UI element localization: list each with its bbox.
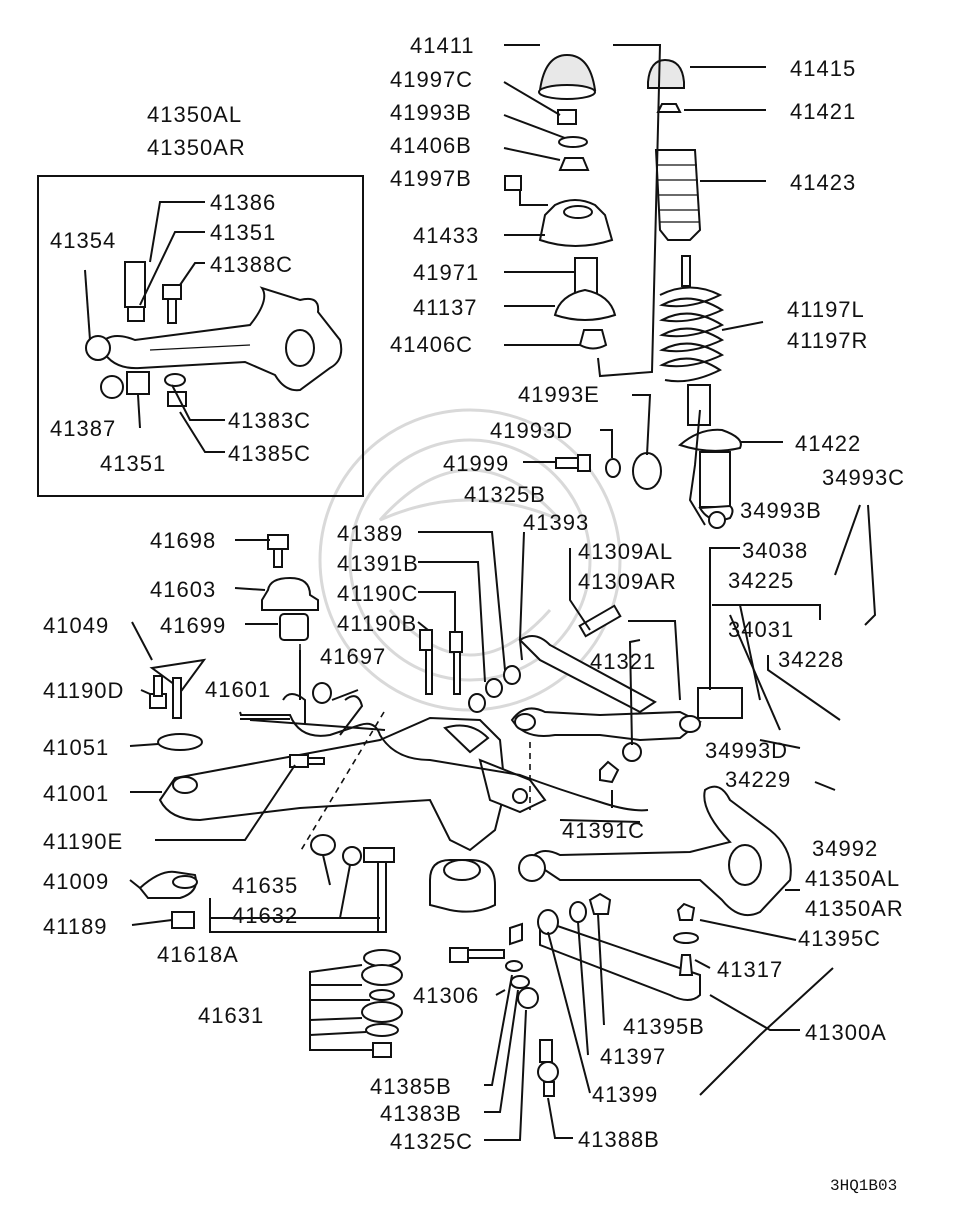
label-41190b: 41190B [337, 611, 417, 636]
lower-bolts-drawing [449, 922, 559, 1097]
label-41971: 41971 [413, 260, 479, 285]
label-41190d: 41190D [43, 678, 124, 703]
label-41350ar-top: 41350AR [147, 135, 246, 160]
label-41422: 41422 [795, 431, 861, 456]
label-41406c: 41406C [390, 332, 473, 357]
label-41997b: 41997B [390, 166, 472, 191]
label-41635: 41635 [232, 873, 298, 898]
label-41387: 41387 [50, 416, 116, 441]
upper-arm-and-links-drawing [468, 604, 743, 784]
inset-frame [37, 175, 364, 497]
label-41999: 41999 [443, 451, 509, 476]
diagram-code: 3HQ1B03 [830, 1177, 897, 1195]
label-34229: 34229 [725, 767, 791, 792]
label-41406b: 41406B [390, 133, 472, 158]
label-41197l: 41197L [787, 297, 865, 322]
label-41391b: 41391B [337, 551, 419, 576]
coil-spring-and-shock-drawing [647, 58, 742, 529]
label-41699: 41699 [160, 613, 226, 638]
label-41385c: 41385C [228, 441, 311, 466]
label-41351-top: 41351 [210, 220, 276, 245]
label-41618a: 41618A [157, 942, 239, 967]
label-41397: 41397 [600, 1044, 666, 1069]
label-34993c: 34993C [822, 465, 905, 490]
label-41350al-top: 41350AL [147, 102, 242, 127]
label-34225: 34225 [728, 568, 794, 593]
end-link-and-bushings-drawing [310, 834, 403, 1058]
label-41997c: 41997C [390, 67, 473, 92]
label-41317: 41317 [717, 957, 783, 982]
label-41411: 41411 [410, 33, 475, 58]
label-41386: 41386 [210, 190, 276, 215]
label-41325c: 41325C [390, 1129, 473, 1154]
label-34038: 34038 [742, 538, 808, 563]
label-41001: 41001 [43, 781, 109, 806]
label-34031: 34031 [728, 617, 794, 642]
label-41351-bottom: 41351 [100, 451, 166, 476]
label-41433: 41433 [413, 223, 479, 248]
label-34993b: 34993B [740, 498, 822, 523]
label-41399: 41399 [592, 1082, 658, 1107]
label-41393: 41393 [523, 510, 589, 535]
part-number-labels: 41411 41997C 41993B 41406B 41997B 41433 … [43, 33, 905, 1195]
label-41395c: 41395C [798, 926, 881, 951]
label-41697: 41697 [320, 644, 386, 669]
label-41423: 41423 [790, 170, 856, 195]
label-41197r: 41197R [787, 328, 868, 353]
label-41993e: 41993E [518, 382, 600, 407]
label-41009: 41009 [43, 869, 109, 894]
label-41632: 41632 [232, 903, 298, 928]
label-41603: 41603 [150, 577, 216, 602]
label-41388c: 41388C [210, 252, 293, 277]
label-41383c: 41383C [228, 408, 311, 433]
label-41049: 41049 [43, 613, 109, 638]
label-41309al: 41309AL [578, 539, 673, 564]
label-41321: 41321 [590, 649, 656, 674]
label-41325b: 41325B [464, 482, 546, 507]
label-41383b: 41383B [380, 1101, 462, 1126]
label-34993d: 34993D [705, 738, 788, 763]
label-41415: 41415 [790, 56, 856, 81]
crossmember-drawing [158, 716, 547, 913]
label-41354: 41354 [50, 228, 116, 253]
label-41601: 41601 [205, 677, 271, 702]
label-41698: 41698 [150, 528, 216, 553]
label-41051: 41051 [43, 735, 109, 760]
bolts-and-washers-drawing [555, 452, 662, 490]
label-41137: 41137 [413, 295, 478, 320]
label-34992: 34992 [812, 836, 878, 861]
label-41350al-bottom: 41350AL [805, 866, 900, 891]
label-41385b: 41385B [370, 1074, 452, 1099]
label-41309ar: 41309AR [578, 569, 677, 594]
strut-mount-drawing [504, 53, 617, 350]
label-41306: 41306 [413, 983, 479, 1008]
stabilizer-bar-drawing [240, 693, 649, 812]
label-34228: 34228 [778, 647, 844, 672]
label-41395b: 41395B [623, 1014, 705, 1039]
label-41190e: 41190E [43, 829, 123, 854]
label-41993d: 41993D [490, 418, 573, 443]
label-41631: 41631 [198, 1003, 264, 1028]
label-41993b: 41993B [390, 100, 472, 125]
inset-lower-arm-drawing [85, 261, 343, 407]
label-41421: 41421 [790, 99, 856, 124]
left-side-hardware-drawing [138, 534, 463, 929]
label-41391c: 41391C [562, 818, 645, 843]
label-41389: 41389 [337, 521, 403, 546]
label-41189: 41189 [43, 914, 108, 939]
label-41300a: 41300A [805, 1020, 887, 1045]
watermark-emblem [318, 408, 622, 712]
label-41190c: 41190C [337, 581, 418, 606]
label-41388b: 41388B [578, 1127, 660, 1152]
label-41350ar-bottom: 41350AR [805, 896, 904, 921]
lower-arm-and-knuckle-drawing [518, 785, 792, 1001]
